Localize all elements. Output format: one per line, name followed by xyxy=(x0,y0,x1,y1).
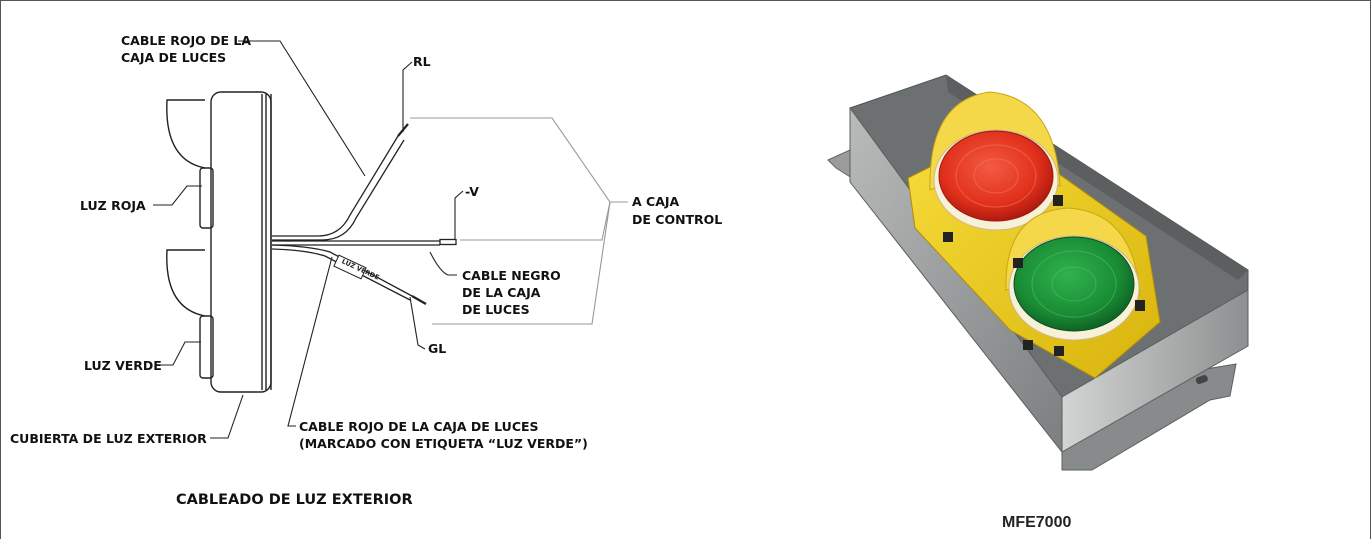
label-neg-v: -V xyxy=(465,184,479,199)
label-to-control-1: A CAJA xyxy=(632,194,680,209)
wires xyxy=(271,123,457,305)
product-image: MFE7000 xyxy=(827,74,1249,531)
red-light-body xyxy=(199,167,214,229)
label-cover: CUBIERTA DE LUZ EXTERIOR xyxy=(10,431,207,446)
green-light-visor xyxy=(166,249,206,317)
diagram-labels: CABLE ROJO DE LA CAJA DE LUCES RL -V A C… xyxy=(10,33,722,508)
red-light-visor xyxy=(166,99,206,169)
product-model: MFE7000 xyxy=(1002,514,1071,531)
light-fixture xyxy=(166,91,272,393)
label-black-cable-3: DE LUCES xyxy=(462,302,530,317)
enclosure-front-wall xyxy=(1061,289,1249,453)
label-black-cable-1: CABLE NEGRO xyxy=(462,268,561,283)
label-red-cable-top-1: CABLE ROJO DE LA xyxy=(121,33,251,48)
red-wire-rl xyxy=(272,135,399,237)
control-box-bracket xyxy=(410,117,628,325)
diagram-caption: CABLEADO DE LUZ EXTERIOR xyxy=(176,492,413,508)
label-black-cable-2: DE LA CAJA xyxy=(462,285,541,300)
label-green-tag-1: CABLE ROJO DE LA CAJA DE LUCES xyxy=(299,419,539,434)
label-green-tag-2: (MARCADO CON ETIQUETA “LUZ VERDE”) xyxy=(299,436,588,451)
label-green-light: LUZ VERDE xyxy=(84,358,162,373)
green-light-body xyxy=(199,315,214,379)
mounting-flange-left xyxy=(827,149,853,179)
label-to-control-2: DE CONTROL xyxy=(632,212,722,227)
label-gl: GL xyxy=(428,341,446,356)
label-red-cable-top-2: CAJA DE LUCES xyxy=(121,50,226,65)
label-rl: RL xyxy=(413,54,431,69)
leader-lines xyxy=(153,40,464,439)
red-wire-gl xyxy=(271,244,413,297)
label-red-light: LUZ ROJA xyxy=(80,198,146,213)
red-lens xyxy=(938,130,1054,222)
